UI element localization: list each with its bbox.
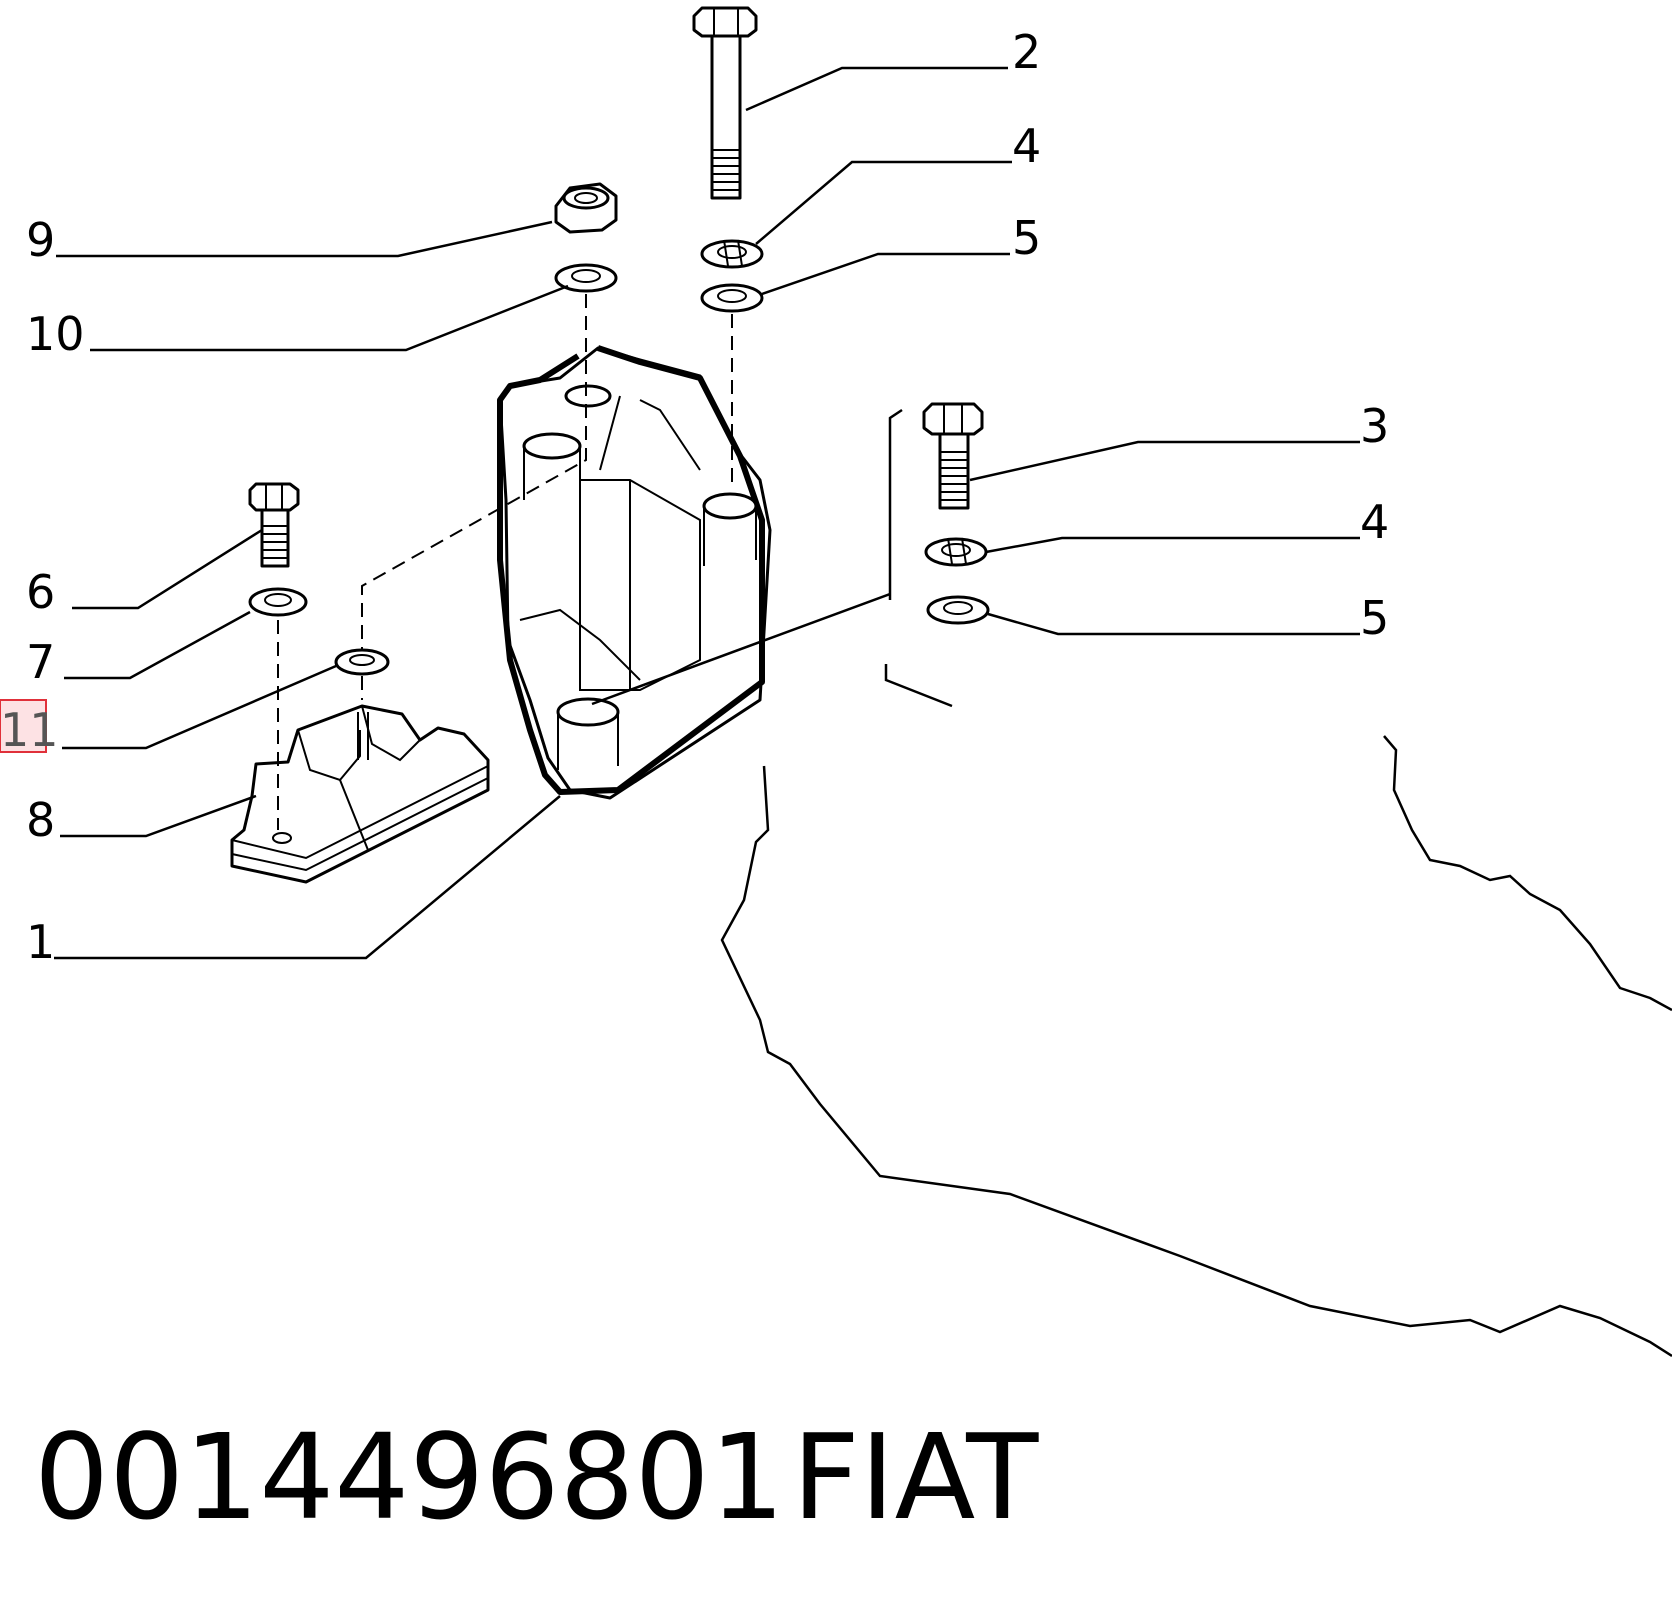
washer-5-upper — [700, 283, 764, 313]
callout-5-upper: 5 — [1012, 211, 1041, 265]
callout-4-right: 4 — [1360, 495, 1389, 549]
callout-11: 11 — [0, 703, 59, 757]
callout-5-right: 5 — [1360, 591, 1389, 645]
bolt-3 — [922, 402, 984, 510]
nut-9 — [554, 182, 618, 234]
callout-labels: 2 4 5 9 10 3 4 5 6 7 11 8 1 — [0, 25, 1389, 969]
callout-2: 2 — [1012, 25, 1041, 79]
callout-9: 9 — [26, 213, 55, 267]
callout-8: 8 — [26, 793, 55, 847]
washer-11 — [334, 648, 390, 676]
spring-washer-4-upper — [700, 239, 764, 269]
spring-washer-4-right — [924, 537, 988, 567]
assembly-axes — [277, 294, 733, 830]
callout-4-upper: 4 — [1012, 119, 1041, 173]
stud-link — [591, 592, 891, 706]
part-number: 0014496801 — [34, 1408, 785, 1546]
callout-6: 6 — [26, 565, 55, 619]
washer-5-right — [926, 595, 990, 625]
callout-10: 10 — [26, 307, 85, 361]
callout-1: 1 — [26, 915, 55, 969]
washer-10 — [554, 263, 618, 293]
callout-3: 3 — [1360, 399, 1389, 453]
bolt-6 — [248, 482, 300, 568]
mounting-bracket — [497, 345, 772, 800]
rubber-mount — [230, 704, 490, 884]
brand-name: FIAT — [792, 1408, 1039, 1546]
washer-7 — [248, 587, 308, 617]
engine-outline — [720, 408, 1672, 1358]
callout-11-highlight — [0, 699, 47, 753]
callout-7: 7 — [26, 635, 55, 689]
leader-lines — [54, 66, 1360, 960]
bolt-2 — [692, 6, 758, 200]
